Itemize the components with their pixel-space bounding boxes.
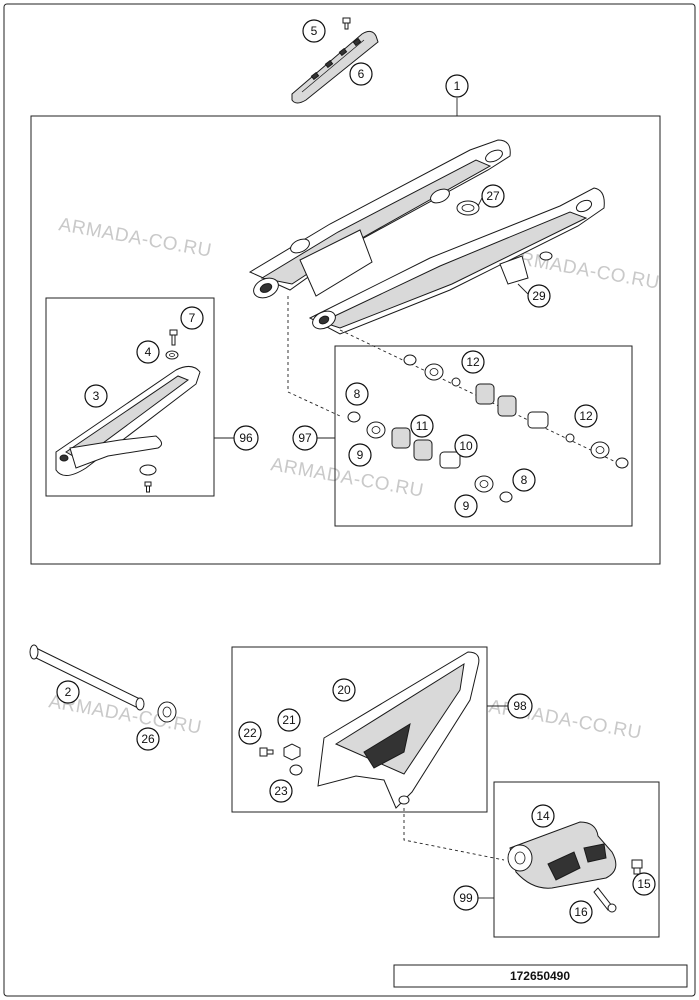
bolt-part-15: [631, 859, 643, 875]
callout-21: 21: [277, 708, 301, 732]
callout-99: 99: [453, 885, 479, 911]
callout-23: 23: [269, 779, 293, 803]
svg-text:15: 15: [637, 877, 651, 891]
svg-text:16: 16: [574, 905, 588, 919]
svg-text:96: 96: [239, 431, 253, 445]
callout-9: 9: [454, 494, 478, 518]
svg-text:12: 12: [579, 409, 593, 423]
svg-text:6: 6: [358, 67, 365, 81]
svg-text:8: 8: [521, 473, 528, 487]
callout-8: 8: [345, 382, 369, 406]
svg-text:12: 12: [466, 355, 480, 369]
bolt-part-7: [169, 329, 178, 346]
callout-15: 15: [632, 872, 656, 896]
callout-7: 7: [180, 306, 204, 330]
svg-text:14: 14: [536, 809, 550, 823]
swingarm-part-1: [248, 139, 605, 335]
chain-guide-lower-group-frame: [493, 781, 660, 938]
svg-text:3: 3: [93, 389, 100, 403]
bearing-kit-group-frame: [334, 345, 633, 527]
svg-text:9: 9: [463, 499, 470, 513]
document-number: 172650490: [510, 969, 570, 983]
chain-slider-part-6: [291, 30, 379, 104]
callout-29: 29: [527, 284, 551, 308]
chain-guide-group-frame: [45, 297, 215, 497]
chain-guide-part-3: [55, 366, 201, 476]
svg-text:98: 98: [513, 699, 527, 713]
bolt: [144, 481, 152, 493]
svg-text:11: 11: [416, 419, 429, 433]
callout-3: 3: [84, 384, 108, 408]
svg-text:8: 8: [354, 387, 361, 401]
callout-9: 9: [348, 443, 372, 467]
svg-text:26: 26: [141, 732, 155, 746]
callout-27: 27: [481, 184, 505, 208]
svg-text:9: 9: [357, 448, 364, 462]
svg-text:2: 2: [65, 685, 72, 699]
chain-guard-group-frame: [231, 646, 488, 813]
callout-12: 12: [574, 404, 598, 428]
bushing-part-27: [456, 200, 480, 216]
bolt-part-22: [259, 747, 274, 757]
nut-part-21: [283, 743, 301, 761]
svg-text:29: 29: [532, 289, 546, 303]
svg-text:99: 99: [459, 891, 473, 905]
callout-14: 14: [531, 804, 555, 828]
callout-96: 96: [233, 425, 259, 451]
screw-part-5: [342, 17, 351, 30]
watermark: ARMADA-CO.RU: [505, 246, 661, 294]
chain-guide-part-14: [507, 821, 617, 889]
callout-4: 4: [136, 340, 160, 364]
callout-6: 6: [349, 62, 373, 86]
callout-26: 26: [136, 727, 160, 751]
watermark: ARMADA-CO.RU: [57, 214, 213, 262]
svg-text:20: 20: [337, 683, 351, 697]
svg-text:7: 7: [189, 311, 196, 325]
callout-16: 16: [569, 900, 593, 924]
svg-text:22: 22: [243, 726, 257, 740]
callout-98: 98: [507, 693, 533, 719]
washer-part-23: [289, 764, 303, 776]
svg-text:5: 5: [311, 24, 318, 38]
washer: [139, 464, 157, 476]
page-frame: [3, 3, 696, 997]
axle-nut-part-26: [157, 701, 177, 723]
svg-text:4: 4: [145, 345, 152, 359]
svg-text:23: 23: [274, 784, 288, 798]
bolt-part-16: [593, 887, 617, 913]
watermark: ARMADA-CO.RU: [269, 454, 425, 502]
chain-guard-part-20: [317, 651, 480, 809]
callout-22: 22: [238, 721, 262, 745]
svg-text:21: 21: [282, 713, 296, 727]
swingarm-group-frame: [30, 115, 661, 565]
swingarm-axle-part-2: [29, 644, 145, 711]
callout-8: 8: [512, 468, 536, 492]
callout-12: 12: [461, 350, 485, 374]
callout-5: 5: [302, 19, 326, 43]
spacer-part-4: [165, 350, 179, 360]
svg-text:27: 27: [486, 189, 500, 203]
svg-text:10: 10: [459, 439, 473, 453]
svg-text:1: 1: [454, 79, 461, 93]
callout-97: 97: [292, 425, 318, 451]
bearing-kit-parts: [347, 354, 629, 503]
callout-2: 2: [56, 680, 80, 704]
document-number-box: [393, 964, 688, 988]
svg-text:97: 97: [298, 431, 312, 445]
callout-20: 20: [332, 678, 356, 702]
callout-10: 10: [454, 434, 478, 458]
callout-11: 11: [410, 414, 434, 438]
callout-1: 1: [445, 74, 469, 98]
